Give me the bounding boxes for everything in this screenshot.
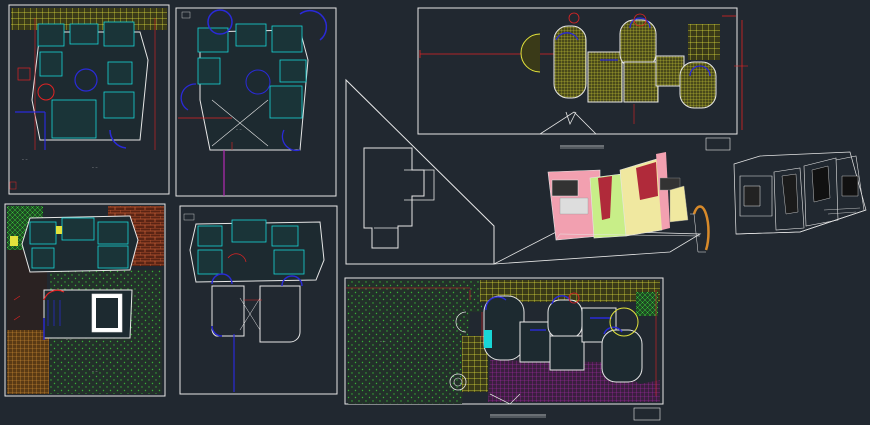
svg-text:— —: — — [92,369,98,373]
sheet-plan-ground-hatched[interactable]: — — — — [4,203,166,397]
svg-text:— —: — — [22,157,28,161]
sheet-elevation-3d-color[interactable] [493,152,710,265]
svg-text:— —: — — [92,165,98,169]
sheet-roof-outline[interactable] [345,78,495,265]
sheet-plan-first-left[interactable]: — — [175,7,337,197]
sheet-elevation-3d-wire[interactable] [733,151,867,235]
svg-text:— —: — — [236,127,242,131]
svg-text:— —: — — [380,339,386,343]
sheet-plan-first-middle[interactable] [179,205,338,395]
svg-text:— —: — — [66,337,72,341]
sheet-site-plan-bottom[interactable]: — — [344,277,664,421]
sheet-site-plan-top[interactable] [417,7,748,151]
sheet-plan-ground-left[interactable]: — — — — [8,4,170,195]
